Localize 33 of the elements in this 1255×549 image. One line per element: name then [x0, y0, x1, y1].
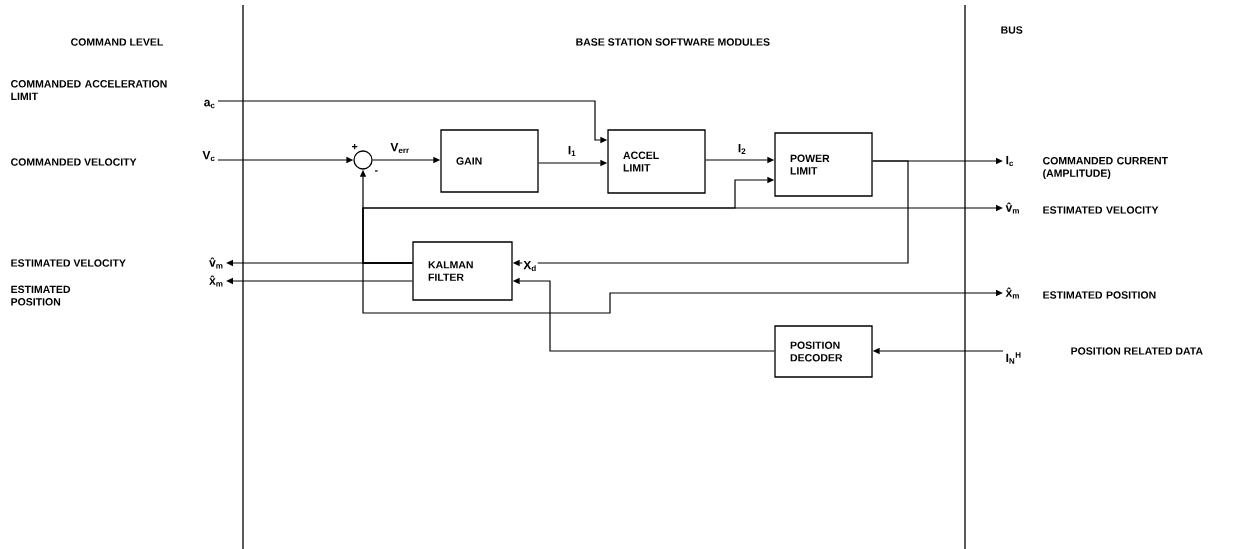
summing-junction: [353, 150, 373, 170]
signal-symbol: x̂$_{m}$: [209, 275, 223, 287]
edge-label: V$_{err}$: [389, 141, 411, 155]
signal-symbol: V$_{c}$: [202, 150, 215, 162]
signal-name: ESTIMATED POSITION: [11, 285, 71, 306]
arrow: [362, 204, 1003, 264]
process-box: POSITION DECODER: [774, 325, 873, 378]
signal-symbol: v̂$_{m}$: [1005, 202, 1019, 214]
signal-symbol: a$_{c}$: [204, 99, 215, 109]
signal-name: POSITION RELATED DATA: [1071, 347, 1203, 355]
process-box: KALMAN FILTER: [412, 241, 513, 301]
signal-name: ESTIMATED POSITION: [1043, 291, 1156, 299]
signal-symbol: v̂$_{m}$: [209, 257, 223, 269]
edge-label: X$_{d}$: [522, 259, 538, 273]
column-heading: BASE STATION SOFTWARE MODULES: [576, 38, 770, 46]
minus-sign: -: [375, 170, 378, 172]
process-box: ACCEL LIMIT: [607, 129, 706, 194]
edge-label: I$_{1}$: [566, 144, 578, 158]
signal-symbol: x̂$_{m}$: [1005, 287, 1019, 299]
process-box: GAIN: [440, 129, 539, 193]
signal-name: COMMANDED ACCELERATION LIMIT: [11, 80, 167, 100]
signal-name: ESTIMATED VELOCITY: [1043, 206, 1159, 214]
column-heading: BUS: [1001, 26, 1023, 34]
signal-symbol: I$_{c}$: [1006, 155, 1014, 167]
signal-name: COMMANDED CURRENT (AMPLITUDE): [1043, 157, 1168, 179]
signal-name: ESTIMATED VELOCITY: [11, 259, 126, 267]
signal-name: COMMANDED VELOCITY: [11, 158, 137, 166]
plus-sign: +: [352, 143, 358, 150]
process-box: POWER LIMIT: [774, 132, 873, 197]
signal-symbol: I$_{N}$H: [1006, 352, 1021, 364]
column-heading: COMMAND LEVEL: [71, 38, 163, 46]
arrow: [362, 262, 1003, 314]
edge-label: I$_{2}$: [736, 143, 748, 156]
